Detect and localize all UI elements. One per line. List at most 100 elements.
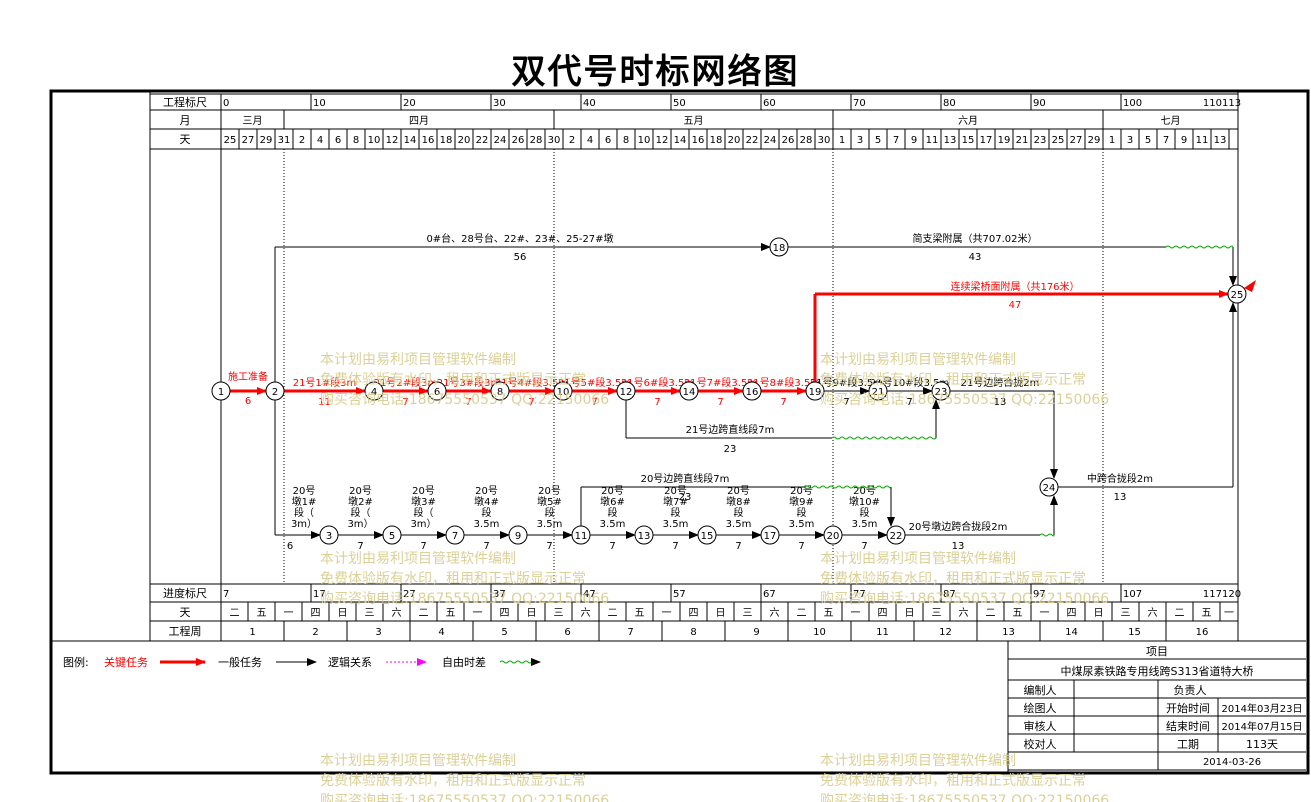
- legend-free-label: 自由时差: [442, 655, 486, 669]
- day-label: 13: [1214, 135, 1227, 146]
- day-label: 8: [623, 135, 629, 146]
- activity-duration: 13: [994, 397, 1007, 408]
- day-label: 27: [1070, 135, 1083, 146]
- node-19: 19: [805, 381, 825, 401]
- node-label: 3: [326, 531, 332, 542]
- week-label: 10: [813, 627, 826, 638]
- weekday-label: 一: [1040, 608, 1050, 619]
- month-label: 六月: [958, 115, 978, 127]
- node-circle: [1039, 477, 1059, 497]
- header-day-label: 天: [180, 133, 191, 146]
- node-circle: [490, 381, 510, 401]
- watermark-text: 免费体验版有水印，租用和正式版显示正常: [820, 571, 1086, 587]
- node-label: 9: [515, 531, 521, 542]
- activity-label: 墩8#: [726, 495, 751, 508]
- scale-tick-label: 110113: [1203, 98, 1241, 109]
- watermark-text: 本计划由易利项目管理软件编制: [320, 551, 516, 567]
- week-label: 8: [690, 627, 696, 638]
- activity-duration: 7: [861, 541, 867, 552]
- watermark-text: 购买咨询电话:18675550537 QQ:22150066: [820, 793, 1109, 802]
- day-label: 1: [1109, 135, 1115, 146]
- weekday-label: 日: [905, 608, 915, 619]
- node-9: 9: [508, 525, 528, 545]
- day-label: 30: [818, 135, 831, 146]
- header-progress-label: 进度标尺: [163, 586, 207, 600]
- weekday-label: 六: [392, 607, 402, 619]
- node-20: 20: [823, 525, 843, 545]
- activity-label: 3.5m: [474, 519, 500, 530]
- weekday-label: 六: [581, 607, 591, 619]
- node-label: 10: [557, 387, 570, 398]
- weekday-label: 三: [1121, 608, 1131, 619]
- node-6: 6: [427, 381, 447, 401]
- day-label: 14: [674, 135, 687, 146]
- activity-duration: 23: [679, 492, 692, 503]
- day-label: 27: [242, 135, 255, 146]
- node-12: 12: [616, 381, 636, 401]
- day-label: 5: [1145, 135, 1151, 146]
- node-2: 2: [265, 381, 285, 401]
- header-month-label: 月: [180, 114, 191, 127]
- free-float: [1165, 245, 1234, 249]
- day-label: 15: [962, 135, 975, 146]
- info-project-name: 中煤尿素铁路专用线跨S313省道特大桥: [1061, 664, 1254, 678]
- node-3: 3: [319, 525, 339, 545]
- day-label: 6: [335, 135, 341, 146]
- month-label: 五月: [684, 115, 704, 127]
- activity-duration: 47: [1009, 300, 1022, 311]
- end-flag-icon: [1244, 280, 1256, 292]
- node-circle: [742, 381, 762, 401]
- day-label: 20: [728, 135, 741, 146]
- weekday-label: 二: [419, 608, 429, 619]
- watermark-text: 免费体验版有水印，租用和正式版显示正常: [320, 773, 586, 789]
- node-label: 15: [701, 531, 714, 542]
- weekday-label: 二: [608, 608, 618, 619]
- legend-logic-label: 逻辑关系: [328, 655, 372, 669]
- node-label: 1: [218, 387, 224, 398]
- activity-label: 20号: [293, 485, 316, 497]
- info-duration-label: 工期: [1177, 738, 1199, 751]
- weekday-label: 四: [878, 608, 888, 619]
- day-label: 10: [638, 135, 651, 146]
- activity-duration: 6: [287, 541, 293, 552]
- activity-label: 20号墩边跨合拢段2m: [909, 520, 1008, 533]
- watermark-text: 免费体验版有水印，租用和正式版显示正常: [320, 571, 586, 587]
- activity-duration: 7: [528, 397, 534, 408]
- node-label: 24: [1043, 483, 1056, 494]
- node-13: 13: [634, 525, 654, 545]
- day-label: 19: [998, 135, 1011, 146]
- activity-duration: 7: [654, 397, 660, 408]
- info-drawer-label: 绘图人: [1024, 701, 1057, 715]
- activity-label: 21号1#段3m: [293, 376, 357, 389]
- activity-duration: 13: [952, 541, 965, 552]
- month-label: 七月: [1161, 115, 1181, 127]
- day-label: 3: [1127, 135, 1133, 146]
- node-16: 16: [742, 381, 762, 401]
- day-label: 3: [857, 135, 863, 146]
- legend-label: 图例:: [63, 655, 89, 669]
- week-label: 16: [1196, 627, 1209, 638]
- info-end-label: 结束时间: [1166, 720, 1210, 733]
- activity-duration: 7: [843, 397, 849, 408]
- day-label: 18: [440, 135, 453, 146]
- node-label: 8: [497, 387, 503, 398]
- scale-tick-label: 10: [313, 98, 326, 109]
- node-label: 5: [389, 531, 395, 542]
- node-label: 12: [620, 387, 633, 398]
- week-label: 12: [939, 627, 952, 638]
- node-label: 14: [683, 387, 696, 398]
- watermark-text: 免费体验版有水印，租用和正式版显示正常: [320, 372, 586, 388]
- weekday-label: 五: [1202, 608, 1212, 619]
- header-weekday-label: 天: [180, 606, 191, 619]
- activity-label: 3.5m: [852, 519, 878, 530]
- node-circle: [868, 381, 888, 401]
- activity-label: 21号6#段3.5m: [621, 376, 694, 389]
- node-circle: [634, 525, 654, 545]
- weekday-label: 六: [1148, 607, 1158, 619]
- info-compiler-label: 编制人: [1024, 683, 1057, 697]
- node-circle: [571, 525, 591, 545]
- day-label: 23: [1034, 135, 1047, 146]
- activity-label: 20号: [538, 485, 561, 497]
- node-21: 21: [868, 381, 888, 401]
- day-label: 26: [512, 135, 525, 146]
